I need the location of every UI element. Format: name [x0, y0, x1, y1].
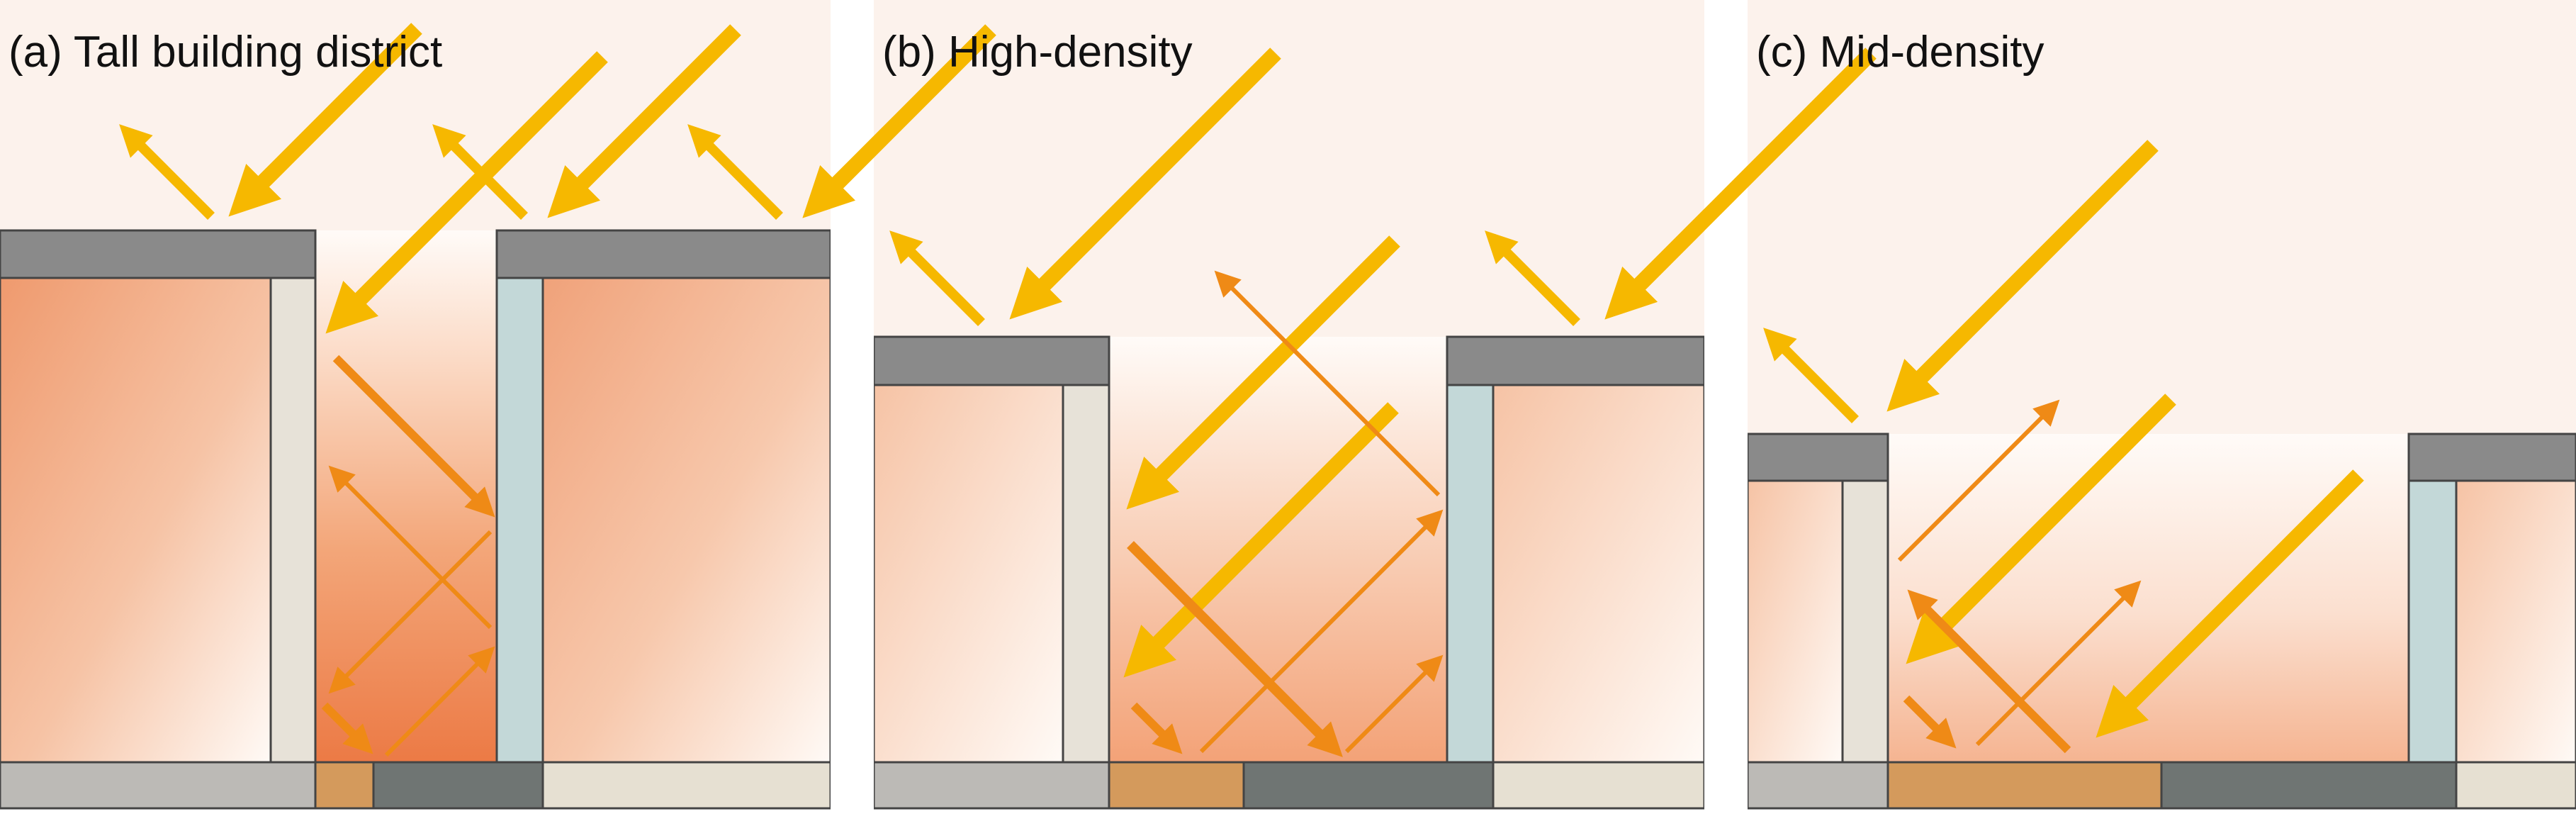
- cross-panel-sunlight-arrows: [802, 24, 1877, 320]
- left-building-interior: [872, 384, 1064, 764]
- left-building-roof: [872, 335, 1110, 386]
- left-building-interior: [0, 277, 272, 764]
- panel-b-title: (b) High-density: [882, 28, 1193, 77]
- right-building-roof: [2407, 433, 2576, 482]
- panel-gap-ab: [831, 0, 874, 831]
- roof-reflection-arrows: [119, 124, 783, 220]
- left-building-wall: [1062, 384, 1110, 764]
- right-building-interior: [541, 277, 832, 764]
- left-building-interior: [1746, 479, 1844, 764]
- ground-grey: [0, 761, 317, 810]
- left-building-wall: [1841, 479, 1889, 764]
- sky-bottom: [874, 808, 1704, 831]
- sky-bottom: [1748, 808, 2576, 831]
- direct-sunlight-arrows: [1886, 140, 2364, 738]
- canyon-reflection-arrows: [1127, 270, 1444, 757]
- panel-a-tall-building-district: [0, 0, 996, 831]
- right-building-roof: [1446, 335, 1706, 386]
- canyon-reflection-arrows: [321, 355, 495, 757]
- sky-bottom: [0, 808, 831, 831]
- ground-paving: [2455, 761, 2576, 810]
- left-building-roof: [0, 229, 317, 279]
- ground-asphalt: [2160, 761, 2458, 810]
- right-building-interior: [1492, 384, 1706, 764]
- right-building-glass-wall: [1446, 384, 1495, 764]
- roof-reflection-arrows: [1763, 328, 1859, 423]
- ground-paving: [541, 761, 832, 810]
- ground-soil: [314, 761, 375, 810]
- left-building-roof: [1746, 433, 1889, 482]
- right-building-interior: [2455, 479, 2576, 764]
- panel-c-mid-density: [1746, 0, 2576, 831]
- right-building-glass-wall: [2407, 479, 2458, 764]
- ground-asphalt: [372, 761, 544, 810]
- ground-soil: [1108, 761, 1245, 810]
- panel-gap-bc: [1704, 0, 1748, 831]
- roof-reflection-arrows: [889, 230, 1580, 326]
- left-building-wall: [269, 277, 317, 764]
- ground-soil: [1886, 761, 2163, 810]
- panel-c-title: (c) Mid-density: [1756, 28, 2045, 77]
- ground-grey: [1746, 761, 1889, 810]
- panel-a-title: (a) Tall building district: [9, 28, 443, 77]
- ground-asphalt: [1242, 761, 1495, 810]
- ground-grey: [872, 761, 1110, 810]
- ground-paving: [1492, 761, 1706, 810]
- canyon-reflection-arrows: [1897, 399, 2142, 754]
- right-building-glass-wall: [495, 277, 544, 764]
- right-building-roof: [495, 229, 832, 279]
